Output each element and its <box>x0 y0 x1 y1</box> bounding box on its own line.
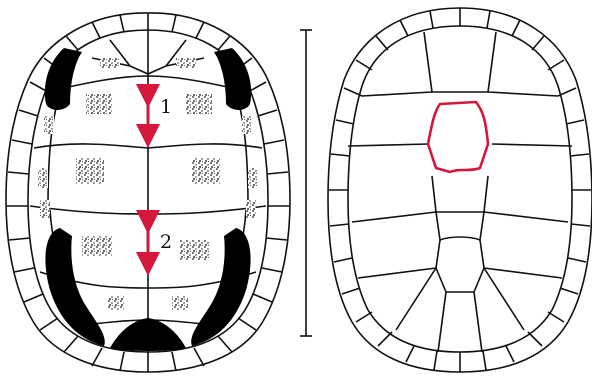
dark-patch-top-left <box>45 48 82 110</box>
right-shell-outer-rim <box>328 8 592 372</box>
scale-bar <box>300 30 312 336</box>
right-shell <box>328 8 592 372</box>
right-marginal-dividers <box>329 8 591 372</box>
measure-label-2: 2 <box>160 231 172 253</box>
dark-patch-top-right <box>214 48 251 110</box>
right-shell-inner-ring <box>348 26 572 352</box>
highlighted-scute <box>428 102 488 172</box>
dark-patch-bottom-center <box>110 318 186 351</box>
measure-label-1: 1 <box>160 96 172 118</box>
